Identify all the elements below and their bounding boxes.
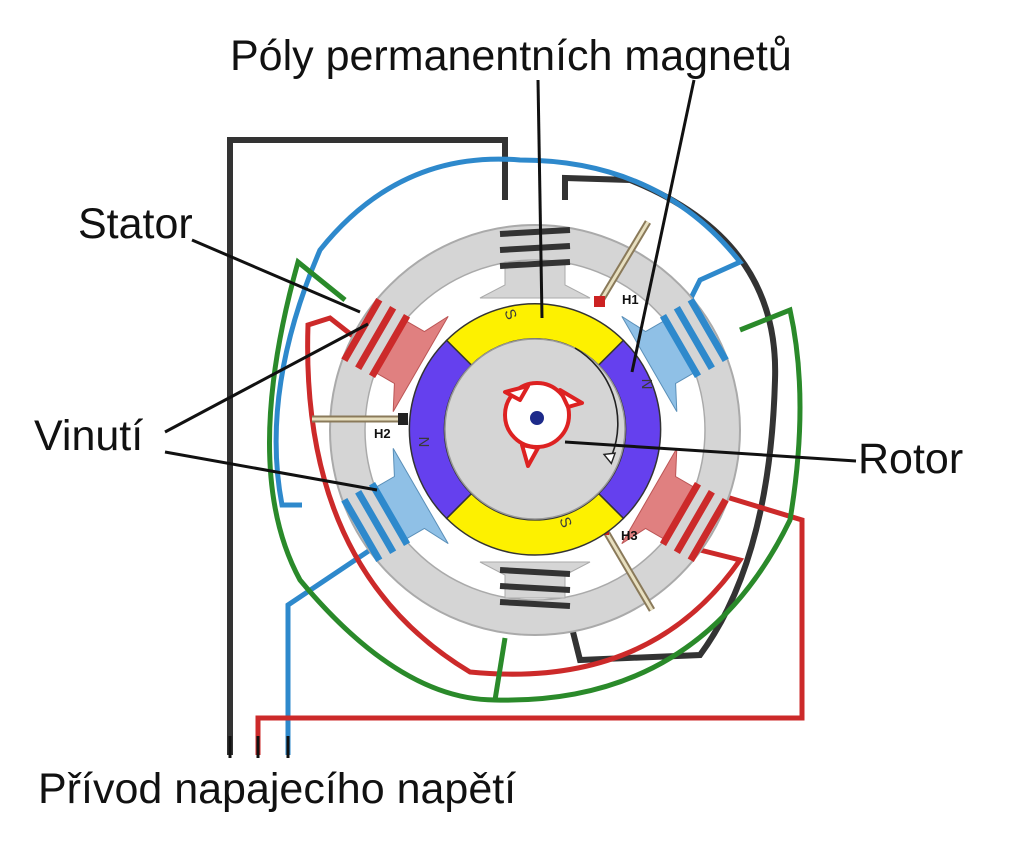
phase-wires [227, 137, 805, 755]
sensor-label-h3: H3 [621, 528, 638, 543]
pole-label-n-right: N [638, 379, 655, 390]
pole-label-n-left: N [416, 437, 433, 448]
leader-winding-lower [164, 450, 378, 492]
sensor-label-h1: H1 [622, 292, 639, 307]
hall-sensor-h2 [312, 413, 408, 425]
rotor [444, 338, 626, 520]
sensor-label-h2: H2 [374, 426, 391, 441]
coil-upper-right-blue [659, 297, 729, 379]
rotor-label: Rotor [858, 435, 963, 483]
leader-lines [164, 79, 857, 492]
coil-upper-left-red [341, 297, 411, 379]
rotation-arrowhead [602, 452, 617, 465]
leader-stator [191, 238, 361, 314]
winding-label: Vinutí [34, 412, 143, 460]
rotation-arrow [574, 347, 619, 456]
hall-sensor-h1 [594, 220, 652, 307]
leader-title-n [630, 79, 696, 373]
red-phase-wire [255, 489, 805, 755]
leader-title-s [536, 79, 544, 319]
shaft [530, 411, 544, 425]
black-phase-wire [227, 137, 508, 755]
stator-label: Stator [78, 200, 193, 248]
supply-terminals [228, 736, 290, 758]
coil-bottom-black [499, 567, 571, 609]
title-label: Póly permanentních magnetů [230, 32, 792, 80]
coil-top-black [499, 227, 571, 269]
blue-phase-wire [285, 537, 387, 755]
leader-winding-upper [164, 322, 369, 434]
green-phase-wire-link [492, 637, 508, 701]
blue-phase-wire-outer [273, 156, 744, 508]
coils [341, 227, 729, 609]
leader-rotor [564, 440, 857, 463]
rotor-mark [503, 381, 584, 468]
supply-label: Přívod napajecího napětí [38, 765, 516, 813]
coil-lower-right-red [659, 481, 729, 563]
coil-lower-left-blue [341, 481, 411, 563]
red-phase-wire-outer [305, 315, 745, 677]
